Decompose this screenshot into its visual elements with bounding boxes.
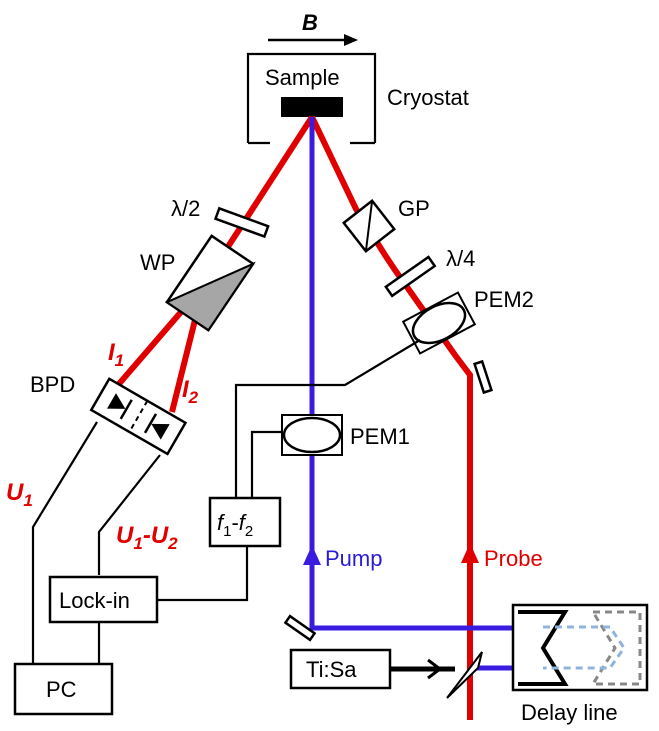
lock-in-label: Lock-in	[59, 588, 130, 613]
delay-retroreflector-moved	[543, 610, 642, 686]
frequency-mixer	[208, 496, 282, 548]
pem2	[401, 291, 477, 355]
delay-line	[511, 603, 649, 692]
frequency-mixer-label: f1-f2	[217, 510, 253, 540]
field-label: B	[302, 10, 318, 35]
probe-label: Probe	[484, 546, 543, 571]
beam-splitter	[446, 651, 483, 699]
delay-retroreflector	[518, 610, 569, 686]
bpd-label: BPD	[30, 372, 75, 397]
u1-label: U1	[6, 479, 33, 510]
glan-prism-label: GP	[398, 196, 430, 221]
delay-line-label: Delay line	[521, 700, 618, 725]
magnetic-field-arrow	[268, 34, 358, 46]
pc	[13, 662, 114, 716]
i1-label: I1	[108, 339, 124, 370]
glan-prism	[341, 198, 397, 254]
u-difference-label: U1-U2	[116, 522, 178, 553]
probe-mirror-upper	[472, 359, 494, 395]
sample-label: Sample	[265, 65, 340, 90]
pem2-label: PEM2	[474, 287, 534, 312]
quarter-wave-label: λ/4	[446, 246, 475, 271]
pump-label: Pump	[325, 546, 382, 571]
pump-mirror	[283, 614, 317, 642]
laser-label: Ti:Sa	[306, 657, 357, 682]
i2-label: I2	[182, 376, 199, 407]
sample	[281, 97, 343, 117]
pem1	[281, 414, 343, 456]
laser-output-beam	[390, 658, 455, 680]
pem1-label: PEM1	[350, 424, 410, 449]
signal-wires	[31, 339, 421, 664]
balanced-photodetector	[89, 377, 188, 456]
quarter-wave-plate	[384, 255, 437, 298]
cryostat	[246, 52, 377, 145]
half-wave-plate	[213, 206, 270, 239]
wollaston-prism	[164, 234, 256, 332]
wollaston-label: WP	[140, 250, 175, 275]
half-wave-label: λ/2	[171, 196, 200, 221]
pc-label: PC	[46, 677, 77, 702]
cryostat-label: Cryostat	[387, 85, 469, 110]
lock-in-amplifier	[48, 575, 159, 624]
